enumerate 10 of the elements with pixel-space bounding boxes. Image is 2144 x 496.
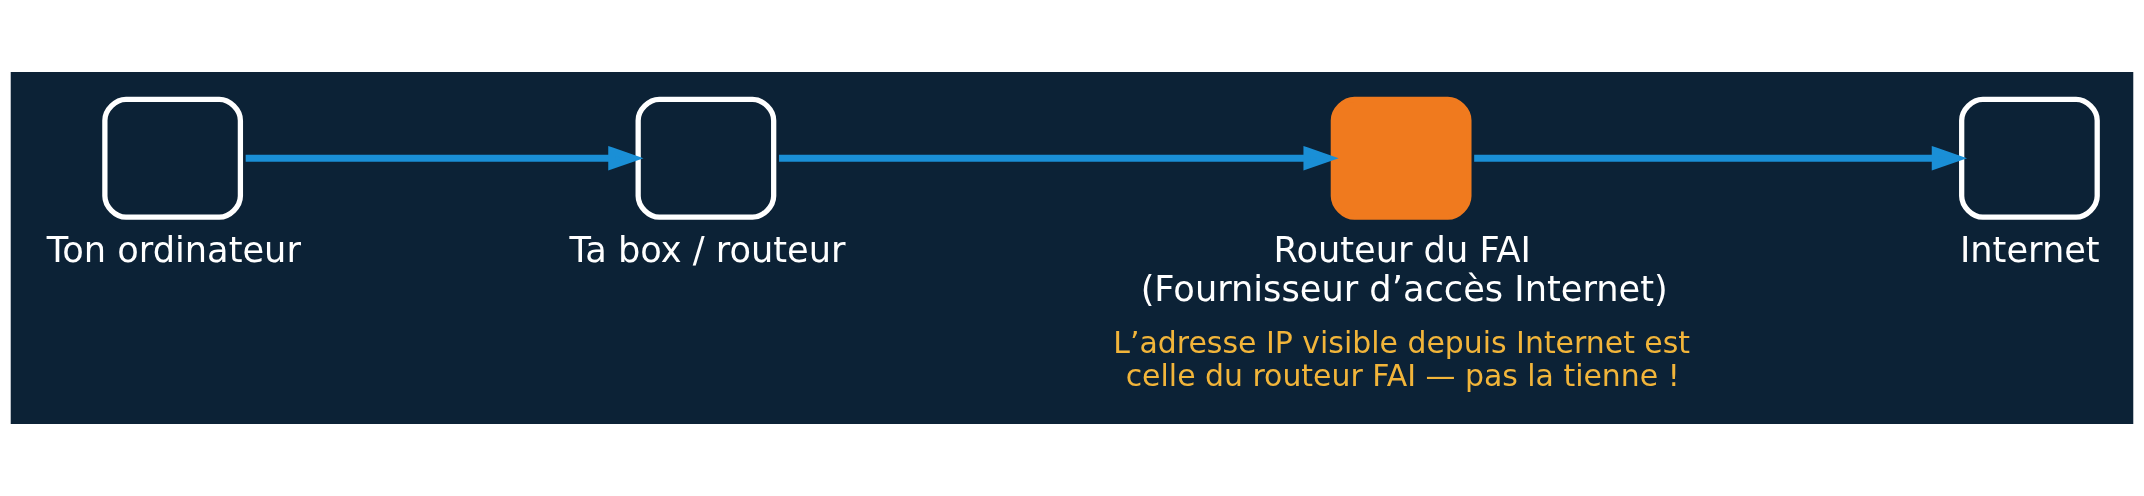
node-label: Internet — [1959, 229, 2100, 271]
node-box — [102, 96, 244, 220]
node-label: Routeur du FAI (Fournisseur d’accès Internet) — [1140, 229, 1668, 309]
arrow — [245, 145, 644, 171]
node-label: Ton ordinateur — [46, 229, 301, 271]
node-label: Ta box / routeur — [569, 229, 846, 271]
arrow — [778, 145, 1339, 171]
node-box — [635, 96, 777, 220]
node-box — [1959, 96, 2100, 220]
node-label: L’adresse IP visible depuis Internet est celle du routeur FAI — pas la tienne ! — [1113, 324, 1691, 394]
